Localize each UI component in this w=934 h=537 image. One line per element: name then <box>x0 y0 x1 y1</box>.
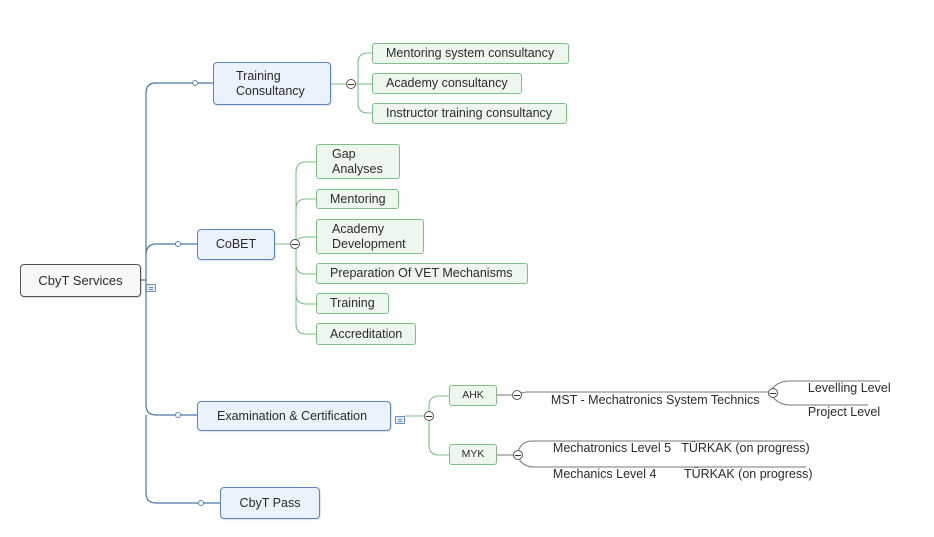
subtopic-instructor-training-consultancy[interactable]: Instructor training consultancy <box>372 103 567 124</box>
subtopic-label: Academy Development <box>332 221 406 251</box>
leaf-mechanics-level-4[interactable]: Mechanics Level 4 TÜRKAK (on progress) <box>539 452 813 497</box>
subtopic-ahk[interactable]: AHK <box>449 385 497 406</box>
subtopic-label: Training <box>330 296 375 310</box>
subtopic-training[interactable]: Training <box>316 293 389 314</box>
connector-exam-myk <box>428 416 449 456</box>
connector-cobet-0 <box>295 161 316 173</box>
leaf-label: Project Level <box>807 405 881 419</box>
subtopic-mentoring-system-consultancy[interactable]: Mentoring system consultancy <box>372 43 569 64</box>
collapse-toggle-mst[interactable] <box>768 388 778 398</box>
subtopic-label: Preparation Of VET Mechanisms <box>330 266 513 280</box>
subtopic-label: Academy consultancy <box>386 76 508 90</box>
subtopic-academy-consultancy[interactable]: Academy consultancy <box>372 73 522 94</box>
collapse-toggle-myk[interactable] <box>513 450 523 460</box>
subtopic-myk[interactable]: MYK <box>449 444 497 465</box>
connector-cobet-4 <box>295 293 316 305</box>
topic-examination-certification[interactable]: Examination & Certification <box>197 401 391 431</box>
topic-cobet-label: CoBET <box>215 237 257 251</box>
subtopic-label: Instructor training consultancy <box>386 106 553 120</box>
subtopic-label: Accreditation <box>330 326 403 341</box>
topic-training-consultancy-label: Training Consultancy <box>236 68 305 98</box>
exam-child-lines <box>405 395 449 456</box>
subtopic-label: Mentoring <box>330 191 386 206</box>
connector-root-exam <box>145 280 197 416</box>
connector-cobet-3 <box>295 263 316 275</box>
subtopic-accreditation[interactable]: Accreditation <box>316 323 416 345</box>
leaf-label: Mechatronics Level 5 TÜRKAK (on progress… <box>552 441 810 455</box>
note-icon[interactable] <box>146 284 156 292</box>
subtopic-gap-analyses[interactable]: Gap Analyses <box>316 144 400 179</box>
subtopic-label: AHK <box>462 389 484 401</box>
topic-training-consultancy[interactable]: Training Consultancy <box>213 62 331 105</box>
topic-examination-certification-label: Examination & Certification <box>217 408 368 423</box>
topic-cbyt-pass-label: CbyT Pass <box>239 495 301 510</box>
leaf-mst[interactable]: MST - Mechatronics System Technics <box>537 378 760 423</box>
connector-dot <box>192 80 198 86</box>
connector-dot <box>175 412 181 418</box>
leaf-project-level[interactable]: Project Level <box>794 390 880 435</box>
leaf-levelling-level[interactable]: Levelling Level <box>794 366 891 411</box>
subtopic-label: Gap Analyses <box>332 146 383 176</box>
connector-training-2 <box>357 84 372 114</box>
connector-root-cobet <box>145 243 197 256</box>
topic-cobet[interactable]: CoBET <box>197 229 275 260</box>
connector-cobet-5 <box>295 323 316 335</box>
note-icon[interactable] <box>395 416 405 424</box>
leaf-mechatronics-level-5[interactable]: Mechatronics Level 5 TÜRKAK (on progress… <box>539 426 810 471</box>
subtopic-academy-development[interactable]: Academy Development <box>316 219 424 254</box>
connector-exam-ahk <box>428 395 449 416</box>
root-topic[interactable]: CbyT Services <box>20 264 141 297</box>
leaf-label: Levelling Level <box>807 381 891 395</box>
collapse-toggle-cobet[interactable] <box>290 239 300 249</box>
leaf-label: MST - Mechatronics System Technics <box>550 393 760 407</box>
collapse-toggle-exam[interactable] <box>424 411 434 421</box>
subtopic-preparation-of-vet-mechanisms[interactable]: Preparation Of VET Mechanisms <box>316 263 528 284</box>
connector-root-pass <box>145 415 220 504</box>
collapse-toggle-ahk[interactable] <box>512 390 522 400</box>
subtopic-label: MYK <box>461 448 485 460</box>
connector-dot <box>175 241 181 247</box>
connector-dot <box>198 500 204 506</box>
connector-training-0 <box>357 52 372 84</box>
main-branch-lines <box>141 82 220 504</box>
topic-cbyt-pass[interactable]: CbyT Pass <box>220 487 320 519</box>
training-child-lines <box>331 52 372 114</box>
connector-root-trunk <box>141 82 213 281</box>
subtopic-label: Mentoring system consultancy <box>386 46 555 60</box>
leaf-label: Mechanics Level 4 TÜRKAK (on progress) <box>552 467 813 481</box>
collapse-toggle-training[interactable] <box>346 79 356 89</box>
root-topic-label: CbyT Services <box>38 273 123 288</box>
connector-cobet-1 <box>295 198 316 210</box>
subtopic-mentoring[interactable]: Mentoring <box>316 189 399 209</box>
